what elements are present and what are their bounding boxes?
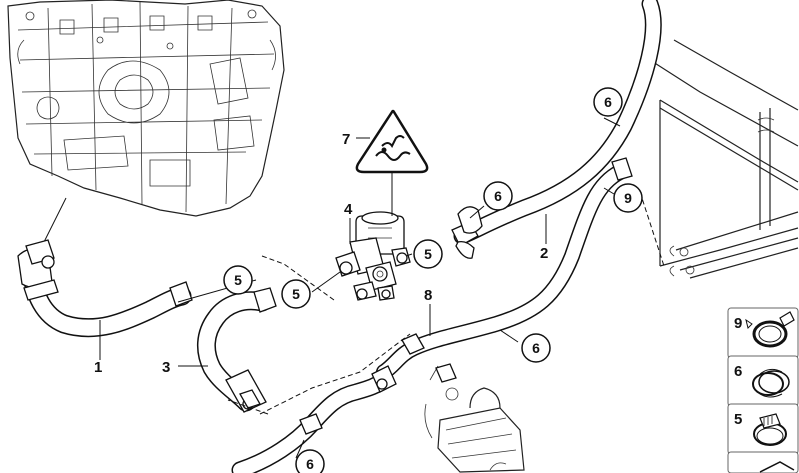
callout-3: 3	[162, 359, 170, 376]
legend-clamp-9: 9	[727, 307, 799, 359]
svg-text:5: 5	[424, 246, 432, 262]
hose-2	[451, 0, 662, 259]
legend-label-6: 6	[734, 363, 742, 380]
svg-text:6: 6	[494, 188, 502, 204]
spring-clamp-icon	[745, 311, 795, 348]
hose-6-bottom	[231, 365, 397, 473]
hot-surface-warning-icon	[355, 109, 429, 174]
heater-core-icon	[649, 39, 799, 279]
callout-6c: 6	[521, 333, 551, 363]
auxiliary-pump-icon	[424, 363, 525, 473]
hose-3	[197, 287, 277, 413]
svg-text:6: 6	[532, 340, 540, 356]
callout-1: 1	[94, 359, 102, 376]
legend-clamp-6: 6	[727, 355, 799, 407]
callout-5b: 5	[281, 279, 311, 309]
hose-8	[376, 157, 633, 380]
leader-6d	[295, 439, 305, 459]
callout-6d: 6	[295, 449, 325, 473]
svg-text:5: 5	[234, 272, 242, 288]
leader-6b	[469, 205, 485, 219]
legend-label-5: 5	[734, 411, 742, 428]
leader-6c	[499, 329, 519, 343]
legend-empty-slot	[727, 451, 799, 473]
worm-clamp-icon	[753, 413, 787, 446]
leader-6a	[603, 117, 621, 127]
group-leader-dashed	[227, 255, 411, 415]
callout-7: 7	[342, 131, 350, 148]
svg-text:9: 9	[624, 190, 632, 206]
callout-4: 4	[344, 201, 353, 218]
callout-5a: 5	[223, 265, 253, 295]
legend-clamp-5: 5	[727, 403, 799, 455]
ring-clamp-icon	[752, 368, 790, 398]
leader-5b	[311, 271, 341, 293]
callout-8: 8	[424, 287, 432, 304]
legend-label-9: 9	[734, 315, 742, 332]
svg-text:6: 6	[604, 94, 612, 110]
callout-9: 9	[613, 183, 643, 213]
callout-6a: 6	[593, 87, 623, 117]
coolant-valve-icon	[335, 211, 411, 301]
callout-2: 2	[540, 245, 548, 262]
callout-6b: 6	[483, 181, 513, 211]
engine-block-icon	[7, 0, 285, 217]
callout-5c: 5	[413, 239, 443, 269]
leader-9	[603, 187, 615, 195]
svg-text:6: 6	[306, 456, 314, 472]
leader-5c	[405, 253, 413, 257]
hose-1	[17, 239, 193, 338]
svg-text:5: 5	[292, 286, 300, 302]
